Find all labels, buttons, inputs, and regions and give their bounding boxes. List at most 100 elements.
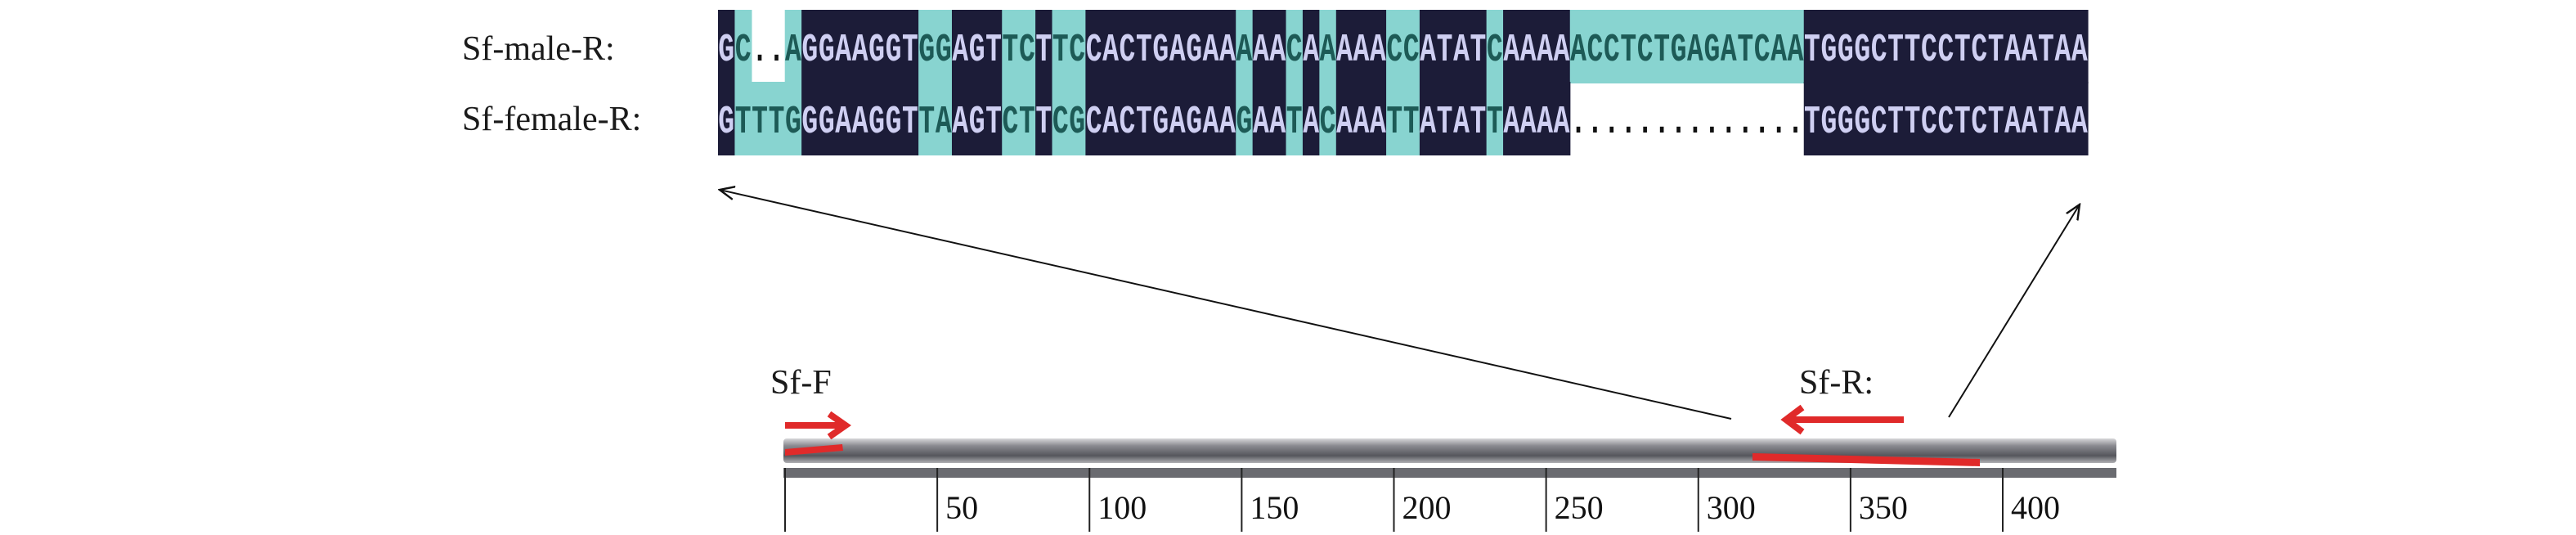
residue-letter: C xyxy=(1403,29,1420,74)
residue-letter: . xyxy=(1671,101,1687,146)
residue-letter: G xyxy=(718,29,734,74)
residue-cell xyxy=(1119,82,1137,155)
residue-letter: A xyxy=(1453,101,1470,146)
residue-cell xyxy=(801,10,819,83)
residue-cell xyxy=(2037,10,2055,83)
residue-cell xyxy=(968,10,986,83)
residue-letter: A xyxy=(952,29,968,74)
residue-cell xyxy=(1169,82,1187,155)
residue-letter: T xyxy=(1035,101,1052,146)
residue-letter: G xyxy=(1854,101,1870,146)
residue-cell xyxy=(1820,10,1838,83)
residue-cell xyxy=(1470,82,1488,155)
residue-letter: T xyxy=(2038,29,2054,74)
residue-cell xyxy=(868,82,886,155)
residue-letter: C xyxy=(1086,101,1102,146)
residue-letter: A xyxy=(1203,29,1219,74)
residue-cell xyxy=(1803,10,1821,83)
residue-letter: C xyxy=(1754,29,1770,74)
residue-cell xyxy=(1670,10,1688,83)
residue-cell xyxy=(1202,10,1220,83)
residue-cell xyxy=(1653,10,1671,83)
residue-cell xyxy=(1135,82,1153,155)
residue-cell xyxy=(1620,10,1638,83)
residue-cell xyxy=(2004,82,2022,155)
residue-letter: G xyxy=(1838,29,1854,74)
residue-letter: G xyxy=(868,29,885,74)
residue-cell xyxy=(1837,82,1855,155)
residue-cell xyxy=(1002,82,1020,155)
residue-cell xyxy=(1737,10,1755,83)
residue-letter: A xyxy=(1203,101,1219,146)
residue-cell xyxy=(1636,10,1654,83)
residue-cell xyxy=(1536,82,1554,155)
residue-cell xyxy=(2071,82,2089,155)
residue-letter: C xyxy=(735,29,752,74)
residue-cell xyxy=(1135,10,1153,83)
residue-cell xyxy=(1854,82,1872,155)
residue-cell xyxy=(1787,10,1805,83)
residue-cell xyxy=(1068,82,1086,155)
residue-letter: T xyxy=(918,101,935,146)
residue-letter: C xyxy=(1937,29,1954,74)
residue-letter: T xyxy=(1052,29,1069,74)
residue-cell xyxy=(1870,82,1888,155)
residue-cell xyxy=(985,10,1003,83)
residue-cell xyxy=(2037,82,2055,155)
residue-cell xyxy=(1319,10,1337,83)
residue-cell xyxy=(1286,82,1304,155)
residue-letter: T xyxy=(1003,29,1019,74)
residue-cell xyxy=(1436,82,1454,155)
residue-cell xyxy=(1035,82,1053,155)
residue-letter: A xyxy=(1687,29,1703,74)
residue-letter: C xyxy=(1637,29,1654,74)
residue-cell xyxy=(951,10,970,83)
residue-cell xyxy=(1119,10,1137,83)
residue-letter: G xyxy=(969,29,985,74)
residue-letter: T xyxy=(1470,101,1487,146)
residue-letter: C xyxy=(1320,101,1336,146)
residue-cell xyxy=(885,10,903,83)
residue-cell xyxy=(1920,82,1938,155)
residue-letter: T xyxy=(2038,101,2054,146)
residue-letter: A xyxy=(1770,29,1787,74)
residue-cell xyxy=(1971,82,1989,155)
residue-letter: A xyxy=(785,29,801,74)
residue-cell xyxy=(751,82,769,155)
residue-letter: T xyxy=(1470,29,1487,74)
residue-letter: T xyxy=(1035,29,1052,74)
residue-cell xyxy=(834,10,853,83)
residue-letter: . xyxy=(1687,101,1703,146)
residue-cell xyxy=(1236,10,1254,83)
residue-letter: T xyxy=(1905,29,1921,74)
residue-cell xyxy=(1553,82,1571,155)
residue-cell xyxy=(784,10,802,83)
residue-letter: T xyxy=(1988,101,2004,146)
zoom-connector-left xyxy=(720,190,1732,420)
residue-letter: T xyxy=(752,101,768,146)
primer-marks xyxy=(785,404,1980,466)
residue-letter: T xyxy=(1905,101,1921,146)
residue-cell xyxy=(1904,82,1922,155)
residue-cell xyxy=(1703,10,1721,83)
residue-letter: . xyxy=(1587,101,1604,146)
residue-letter: A xyxy=(2004,101,2021,146)
residue-cell xyxy=(1018,82,1036,155)
residue-cell xyxy=(1937,10,1955,83)
residue-letter: T xyxy=(1487,101,1503,146)
residue-cell xyxy=(1486,82,1504,155)
residue-cell xyxy=(1603,10,1621,83)
residue-letter: A xyxy=(835,101,851,146)
residue-cell xyxy=(1887,10,1905,83)
residue-letter: A xyxy=(1453,29,1470,74)
tick-label: 100 xyxy=(1097,489,1147,526)
residue-cell xyxy=(1452,10,1470,83)
residue-letter: A xyxy=(1236,29,1253,74)
residue-letter: C xyxy=(1120,101,1136,146)
residue-letter: . xyxy=(1737,101,1753,146)
residue-cell xyxy=(1586,10,1604,83)
residue-cell xyxy=(868,10,886,83)
residue-letter: C xyxy=(1921,29,1937,74)
residue-letter: G xyxy=(718,101,734,146)
